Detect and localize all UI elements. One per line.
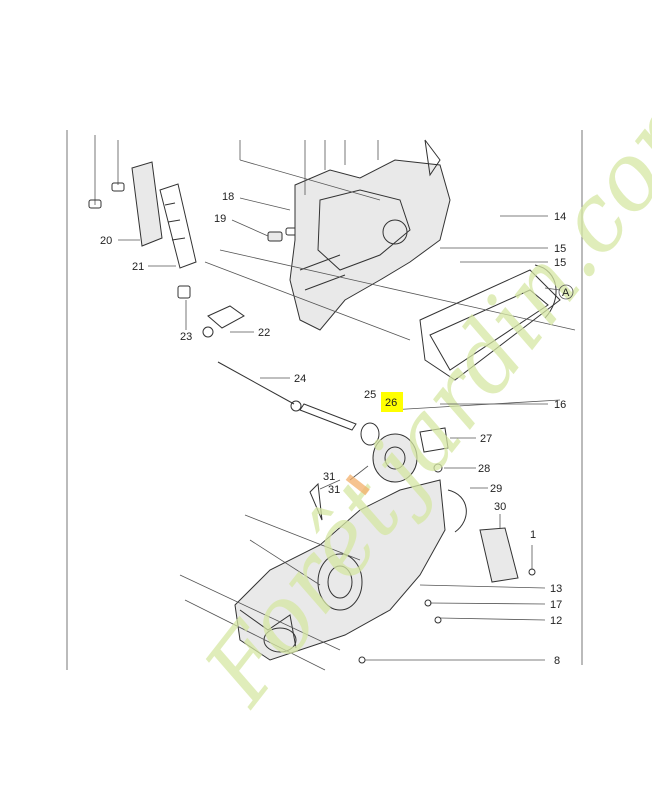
callout-1: 1 [530,529,536,541]
bar-bolt-24 [217,361,357,431]
callout-16: 16 [554,399,566,411]
callout-22: 22 [258,327,270,339]
callout-24: 24 [294,373,306,385]
callout-27: 27 [480,433,492,445]
clip-23 [177,285,191,299]
cap-27 [419,427,449,453]
tank-frame [204,249,576,381]
callout-31b: 31 [328,484,340,496]
bracket-21 [159,183,197,269]
callout-26: 26 [385,397,397,409]
callout-14: 14 [554,211,566,223]
pin-19 [267,231,283,242]
crankcase-upper [239,139,451,331]
callout-12: 12 [550,615,562,627]
callout-labels: 14 15 15 A 16 27 28 29 30 1 13 17 12 8 1… [100,191,574,667]
callout-18: 18 [222,191,234,203]
callout-8: 8 [554,655,560,667]
crankcase-lower [179,479,546,671]
callout-28: 28 [478,463,490,475]
callout-15b: 15 [554,257,566,269]
callout-17: 17 [550,599,562,611]
bearing-25 [360,422,380,446]
plate-20 [131,161,163,247]
callout-13: 13 [550,583,562,595]
cover-30 [479,527,519,583]
sprocket-26 [372,433,418,483]
callout-19: 19 [214,213,226,225]
callout-20: 20 [100,235,112,247]
callout-31a: 31 [323,471,335,483]
callout-A: A [562,287,570,299]
callout-25: 25 [364,389,376,401]
callout-30: 30 [494,501,506,513]
frame-lines [66,130,583,670]
bracket-29 [447,489,467,533]
left-parts [88,135,301,338]
callout-leaders [118,197,561,528]
chain-catcher-22 [207,305,245,329]
highlight-26 [381,392,403,412]
callout-A-circle [558,284,574,300]
clutch-parts [309,399,561,583]
callout-15a: 15 [554,243,566,255]
callout-21: 21 [132,261,144,273]
callout-29: 29 [490,483,502,495]
callout-23: 23 [180,331,192,343]
